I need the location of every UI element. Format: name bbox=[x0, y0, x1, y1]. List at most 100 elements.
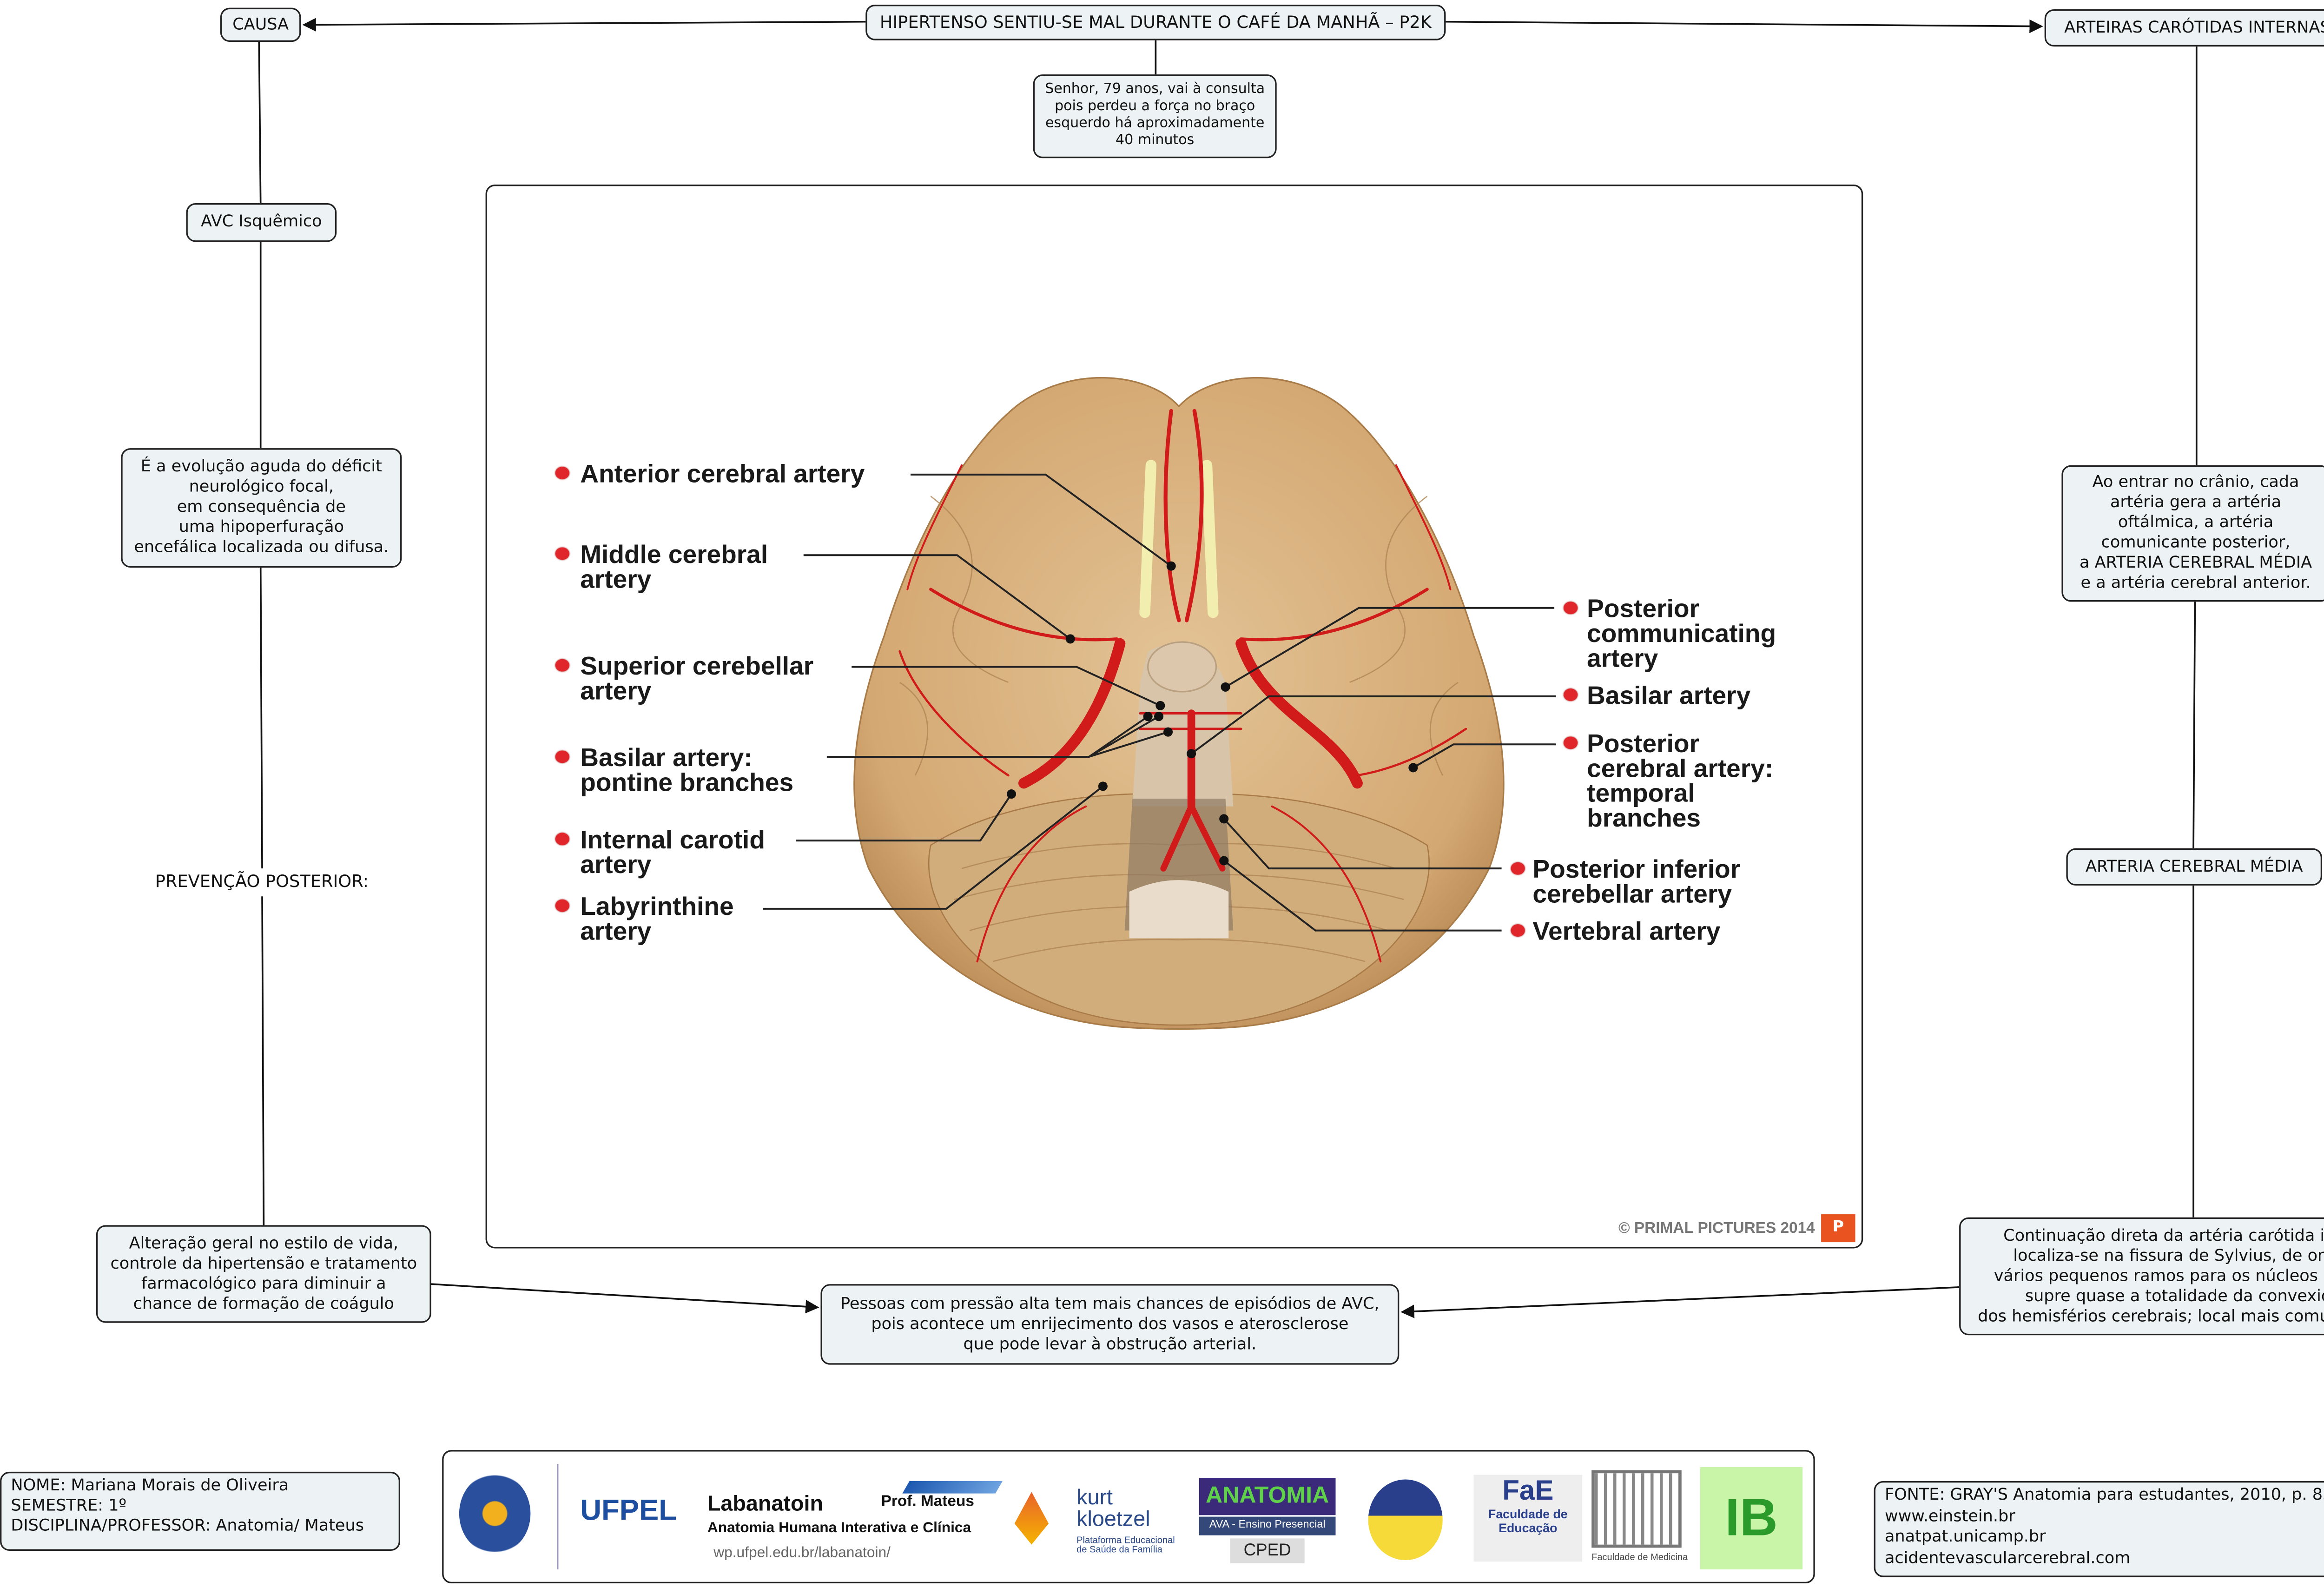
case-line: esquerdo há aproximadamente bbox=[1045, 116, 1265, 132]
student-semester: SEMESTRE: 1º bbox=[11, 1496, 127, 1515]
case-line: pois perdeu a força no braço bbox=[1055, 99, 1255, 115]
source-line: anatpat.unicamp.br bbox=[1884, 1527, 2046, 1546]
cranium-line: a ARTERIA CEREBRAL MÉDIA bbox=[2079, 553, 2312, 572]
cranium-line: artéria gera a artéria bbox=[2110, 493, 2282, 512]
prevention-line: Alteração geral no estilo de vida, bbox=[129, 1233, 399, 1252]
avc-text: AVC Isquêmico bbox=[201, 212, 322, 232]
conclusion-node[interactable]: Pessoas com pressão alta tem mais chance… bbox=[820, 1284, 1400, 1365]
label-bullet-icon bbox=[555, 833, 569, 846]
source-line: www.einstein.br bbox=[1884, 1506, 2015, 1525]
definition-line: uma hipoperfuração bbox=[178, 518, 344, 537]
continuation-line: vários pequenos ramos para os núcleos da… bbox=[1994, 1266, 2324, 1285]
copyright-text: © PRIMAL PICTURES 2014 bbox=[1618, 1220, 1815, 1238]
ufpel-logo: UFPEL bbox=[580, 1495, 677, 1528]
definition-line: em consequência de bbox=[177, 497, 346, 516]
continuation-line: supre quase a totalidade da convexidade bbox=[2025, 1286, 2324, 1305]
faculdade-medicina-building-logo bbox=[1591, 1470, 1682, 1548]
label-labyrinthine: Labyrinthine artery bbox=[580, 893, 734, 946]
label-bullet-icon bbox=[555, 750, 569, 763]
causa-node[interactable]: CAUSA bbox=[220, 7, 301, 42]
leader-lines bbox=[763, 473, 1556, 932]
sources-box[interactable]: FONTE: GRAY'S Anatomia para estudantes, … bbox=[1874, 1481, 2324, 1577]
causa-text: CAUSA bbox=[232, 14, 289, 33]
label-bullet-icon bbox=[555, 899, 569, 912]
olfactory-tracts bbox=[1139, 460, 1219, 618]
case-line: Senhor, 79 anos, vai à consulta bbox=[1045, 82, 1265, 98]
labanatoin-logo: Labanatoin bbox=[707, 1490, 824, 1515]
label-anchor-dots bbox=[1006, 561, 1418, 866]
label-superior-cerebellar: Superior cerebellar artery bbox=[580, 653, 814, 706]
middle-cerebral-text: ARTERIA CEREBRAL MÉDIA bbox=[2085, 857, 2303, 876]
definition-line: encefálica localizada ou difusa. bbox=[134, 538, 389, 557]
prevention-node[interactable]: Alteração geral no estilo de vida, contro… bbox=[96, 1225, 431, 1323]
carotid-text: ARTEIRAS CARÓTIDAS INTERNAS bbox=[2064, 18, 2324, 37]
conclusion-line: que pode levar à obstrução arterial. bbox=[963, 1334, 1257, 1353]
label-posterior-inferior-cerebellar: Posterior inferior cerebellar artery bbox=[1532, 856, 1741, 909]
kurt-subtitle: Plataforma Educacional de Saúde da Famíl… bbox=[1076, 1536, 1175, 1556]
prevention-line: chance de formação de coágulo bbox=[133, 1294, 395, 1313]
prevention-line: controle da hipertensão e tratamento bbox=[110, 1254, 417, 1273]
continuation-line: Continuação direta da artéria carótida i… bbox=[2003, 1226, 2324, 1245]
carotid-node[interactable]: ARTEIRAS CARÓTIDAS INTERNAS bbox=[2044, 9, 2324, 47]
faculty-shield-logo bbox=[1368, 1479, 1443, 1561]
middle-cerebral-node[interactable]: ARTERIA CEREBRAL MÉDIA bbox=[2066, 848, 2323, 886]
conclusion-line: pois acontece um enrijecimento dos vasos… bbox=[871, 1314, 1349, 1333]
label-middle-cerebral: Middle cerebral artery bbox=[580, 541, 768, 594]
kloetzel-text: kloetzel bbox=[1076, 1506, 1150, 1531]
label-bullet-icon bbox=[1564, 688, 1578, 701]
continuation-line: dos hemisférios cerebrais; local mais co… bbox=[1978, 1306, 2324, 1325]
prevention-line: farmacológico para diminuir a bbox=[141, 1274, 386, 1293]
student-name: NOME: Mariana Morais de Oliveira bbox=[11, 1476, 289, 1495]
arteries bbox=[898, 409, 1467, 963]
continuation-line: localiza-se na fissura de Sylvius, de on… bbox=[2013, 1246, 2324, 1265]
label-posterior-cerebral: Posterior cerebral artery: temporal bran… bbox=[1587, 730, 1774, 833]
ava-label: AVA - Ensino Presencial bbox=[1199, 1516, 1336, 1535]
source-line: acidentevascularcerebral.com bbox=[1884, 1548, 2131, 1568]
continuation-node[interactable]: Continuação direta da artéria carótida i… bbox=[1959, 1217, 2324, 1336]
label-bullet-icon bbox=[1511, 862, 1525, 875]
label-internal-carotid: Internal carotid artery bbox=[580, 827, 766, 880]
label-pontine-branches: Basilar artery: pontine branches bbox=[580, 744, 794, 797]
logos-box[interactable]: UFPEL Labanatoin Prof. Mateus Anatomia H… bbox=[442, 1450, 1815, 1584]
central-topic[interactable]: HIPERTENSO SENTIU-SE MAL DURANTE O CAFÉ … bbox=[865, 5, 1446, 40]
label-bullet-icon bbox=[1511, 924, 1525, 937]
student-discipline: DISCIPLINA/PROFESSOR: Anatomia/ Mateus bbox=[11, 1516, 364, 1535]
central-topic-text: HIPERTENSO SENTIU-SE MAL DURANTE O CAFÉ … bbox=[879, 12, 1432, 33]
divider bbox=[557, 1464, 559, 1570]
definition-line: É a evolução aguda do déficit bbox=[140, 457, 382, 476]
definition-line: neurológico focal, bbox=[189, 477, 334, 496]
label-bullet-icon bbox=[1564, 736, 1578, 749]
label-bullet-icon bbox=[555, 659, 569, 672]
fae-subtitle: Faculdade de Educação bbox=[1488, 1507, 1568, 1535]
faculdade-medicina-text: Faculdade de Medicina bbox=[1591, 1554, 1688, 1563]
cped-label: CPED bbox=[1230, 1538, 1305, 1563]
label-anterior-cerebral: Anterior cerebral artery bbox=[580, 460, 865, 489]
ib-logo: IB bbox=[1700, 1467, 1803, 1570]
avc-node[interactable]: AVC Isquêmico bbox=[186, 203, 337, 242]
label-basilar: Basilar artery bbox=[1587, 682, 1751, 710]
cranium-line: comunicante posterior, bbox=[2101, 533, 2291, 552]
cranium-line: Ao entrar no crânio, cada bbox=[2092, 473, 2299, 492]
label-vertebral: Vertebral artery bbox=[1532, 918, 1721, 946]
prof-mateus-text: Prof. Mateus bbox=[881, 1493, 974, 1511]
source-line: FONTE: GRAY'S Anatomia para estudantes, … bbox=[1884, 1485, 2324, 1504]
label-bullet-icon bbox=[1564, 602, 1578, 615]
case-line: 40 minutos bbox=[1116, 133, 1195, 149]
kurt-text: kurt bbox=[1076, 1484, 1113, 1509]
labanatoin-url: wp.ufpel.edu.br/labanatoin/ bbox=[713, 1544, 891, 1562]
prevention-label: PREVENÇÃO POSTERIOR: bbox=[155, 871, 369, 892]
conclusion-line: Pessoas com pressão alta tem mais chance… bbox=[840, 1294, 1380, 1313]
cranium-line: oftálmica, a artéria bbox=[2118, 513, 2274, 532]
cranium-line: e a artéria cerebral anterior. bbox=[2080, 574, 2311, 593]
label-posterior-communicating: Posterior communicating artery bbox=[1587, 596, 1776, 673]
labanatoin-subtitle: Anatomia Humana Interativa e Clínica bbox=[707, 1520, 971, 1537]
primal-pictures-logo: P bbox=[1821, 1214, 1855, 1243]
